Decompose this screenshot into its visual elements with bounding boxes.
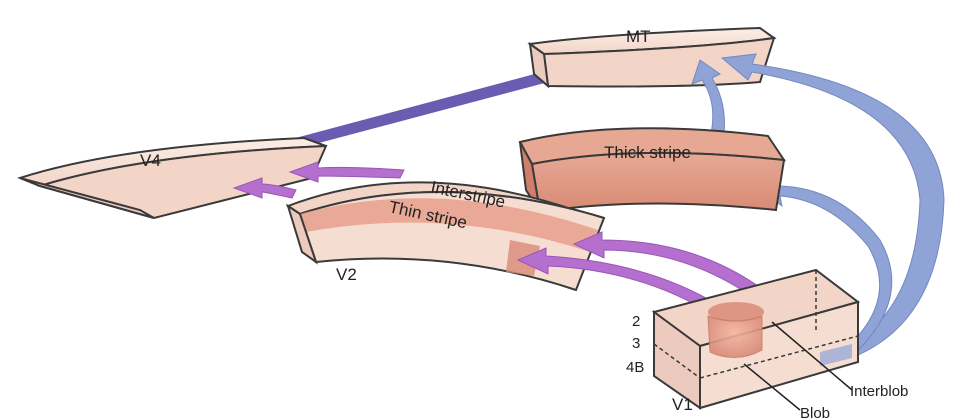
thick-stripe-box: Thick stripe [518,127,787,214]
blob-column [707,315,763,358]
layer-3-label: 3 [632,335,640,352]
blob-leader-line [743,363,801,411]
interblob-to-interstripe-arrow [572,231,789,319]
thick-stripe-label: Thick stripe [604,143,691,162]
blob-label: Blob [800,405,830,419]
blob-to-thin-arrow [516,247,721,315]
v1-area: 2 3 4B V1 Interblob Blob [626,268,908,419]
interblob-label: Interblob [850,383,908,400]
layer-4b-label: 4B [626,359,644,376]
layer-2-label: 2 [632,313,640,330]
v4-area: V4 [17,136,328,220]
v1-to-mt-arrow [720,53,945,363]
thin-to-v4-arrow [232,177,297,199]
v4-label: V4 [140,151,161,170]
interstripe-to-v4-arrow [288,161,405,183]
v4-mt-connection [288,64,586,148]
thick-to-mt-arrow [691,59,725,147]
thin-stripe-band [300,198,598,252]
v2-area: Interstripe Thin stripe V2 [285,177,606,292]
interblob-leader-line [771,321,853,391]
v1-label: V1 [672,395,693,414]
v2-label: V2 [336,265,357,284]
mt-label: MT [626,27,651,46]
